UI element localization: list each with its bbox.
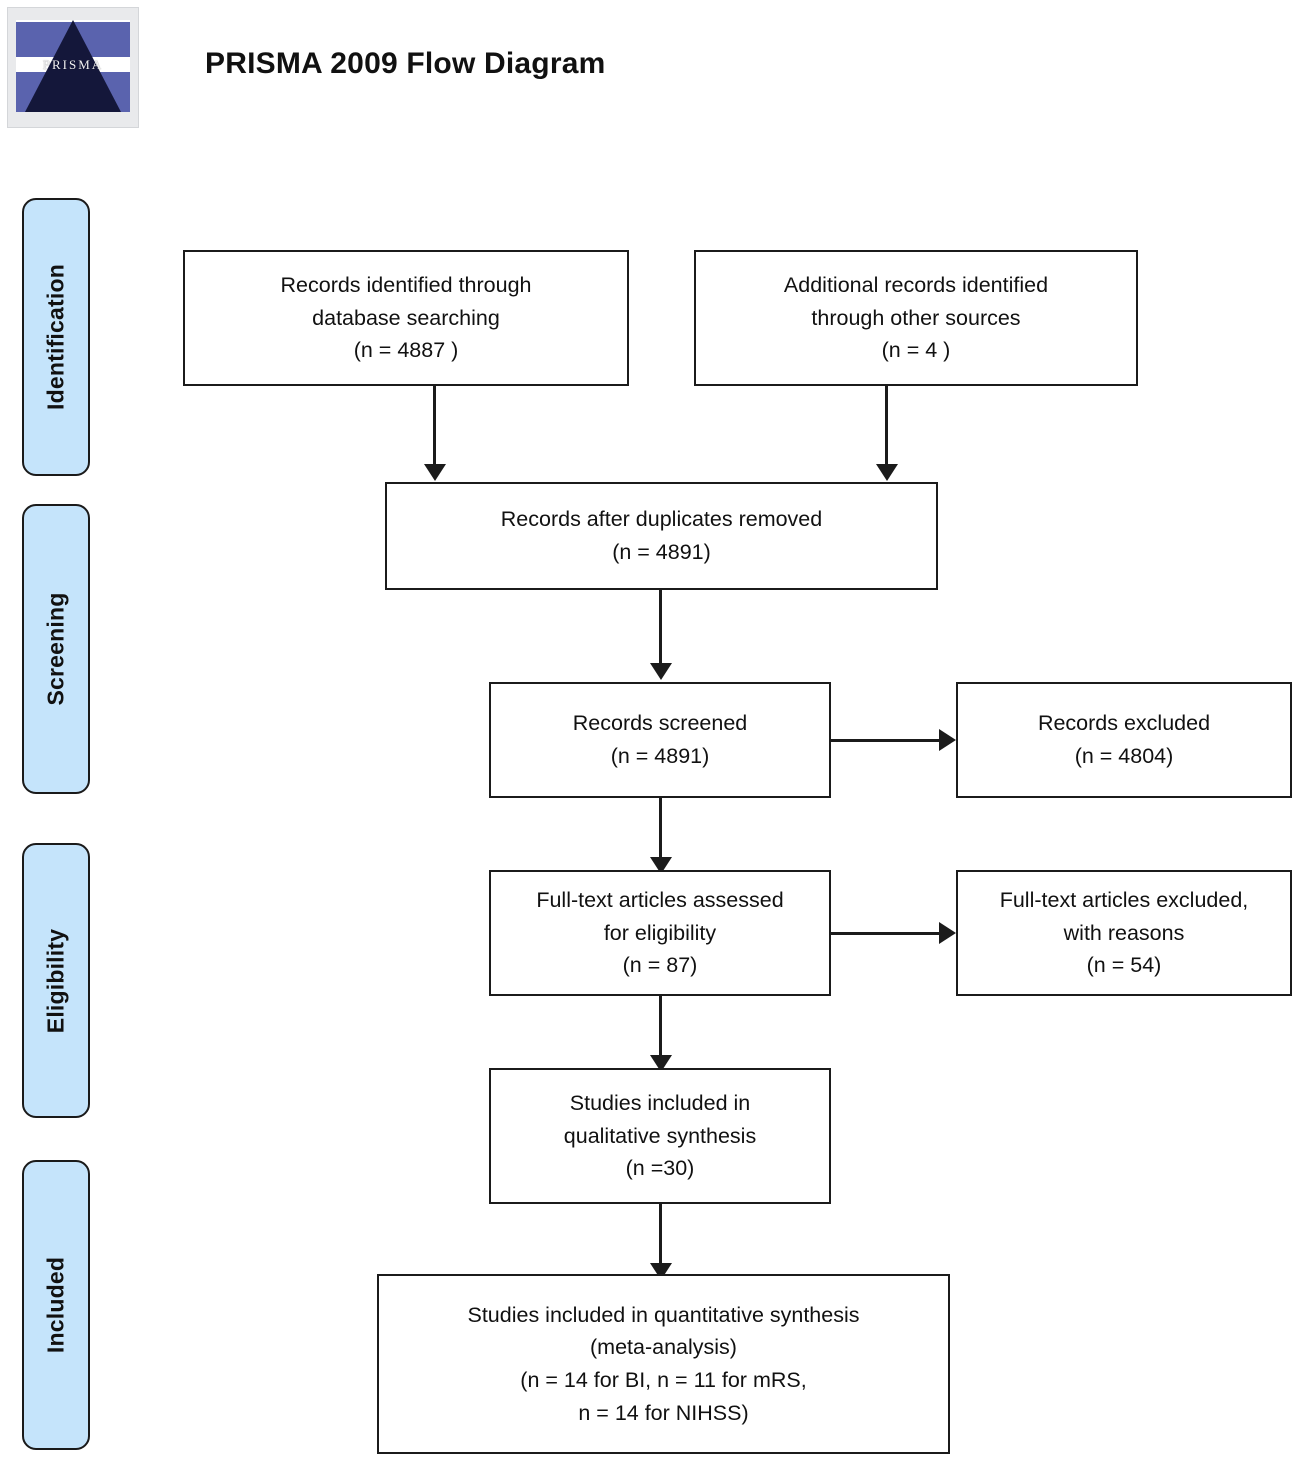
arrowhead-other-to-duplicates bbox=[876, 464, 898, 481]
node-fulltext-assessed-eligibility-text: Full-text articles assessed for eligibil… bbox=[536, 887, 784, 978]
connector-duplicates-to-screened bbox=[659, 590, 662, 666]
node-records-excluded: Records excluded (n = 4804) bbox=[956, 682, 1292, 798]
node-fulltext-assessed-eligibility: Full-text articles assessed for eligibil… bbox=[489, 870, 831, 996]
connector-db-to-duplicates bbox=[433, 386, 436, 468]
connector-qualitative-to-quantitative bbox=[659, 1204, 662, 1266]
stage-label-screening: Screening bbox=[42, 592, 69, 706]
node-additional-records-other-sources-text: Additional records identified through ot… bbox=[783, 272, 1049, 363]
stage-label-identification: Identification bbox=[42, 264, 69, 410]
node-records-excluded-text: Records excluded (n = 4804) bbox=[1037, 711, 1211, 768]
stage-screening: Screening bbox=[22, 504, 90, 794]
prisma-logo-artwork: PRISMA bbox=[16, 20, 130, 112]
node-records-screened: Records screened (n = 4891) bbox=[489, 682, 831, 798]
node-records-identified-database-text: Records identified through database sear… bbox=[280, 272, 532, 363]
node-studies-qualitative-synthesis: Studies included in qualitative synthesi… bbox=[489, 1068, 831, 1204]
connector-screened-to-fulltext bbox=[659, 798, 662, 860]
connector-screened-to-excluded bbox=[831, 739, 942, 742]
connector-fulltext-to-qualitative bbox=[659, 996, 662, 1058]
node-records-identified-database: Records identified through database sear… bbox=[183, 250, 629, 386]
connector-fulltext-to-excluded bbox=[831, 932, 942, 935]
stage-label-included: Included bbox=[42, 1256, 69, 1354]
stage-eligibility: Eligibility bbox=[22, 843, 90, 1118]
arrowhead-screened-to-excluded bbox=[939, 729, 956, 751]
arrowhead-db-to-duplicates bbox=[424, 464, 446, 481]
stage-label-eligibility: Eligibility bbox=[42, 928, 69, 1033]
node-records-after-duplicates-removed-text: Records after duplicates removed (n = 48… bbox=[500, 507, 823, 564]
page-title: PRISMA 2009 Flow Diagram bbox=[205, 47, 606, 80]
stage-identification: Identification bbox=[22, 198, 90, 476]
arrowhead-duplicates-to-screened bbox=[650, 663, 672, 680]
node-records-after-duplicates-removed: Records after duplicates removed (n = 48… bbox=[385, 482, 938, 590]
node-studies-quantitative-synthesis: Studies included in quantitative synthes… bbox=[377, 1274, 950, 1454]
stage-included: Included bbox=[22, 1160, 90, 1450]
arrowhead-screened-to-fulltext bbox=[650, 857, 672, 874]
logo-wordmark: PRISMA bbox=[42, 57, 104, 72]
connector-other-to-duplicates bbox=[885, 386, 888, 468]
node-additional-records-other-sources: Additional records identified through ot… bbox=[694, 250, 1138, 386]
prisma-logo: PRISMA bbox=[8, 8, 138, 127]
arrowhead-fulltext-to-qualitative bbox=[650, 1055, 672, 1072]
node-studies-quantitative-synthesis-text: Studies included in quantitative synthes… bbox=[467, 1302, 860, 1425]
node-studies-qualitative-synthesis-text: Studies included in qualitative synthesi… bbox=[563, 1090, 757, 1181]
arrowhead-fulltext-to-excluded bbox=[939, 922, 956, 944]
node-fulltext-excluded-with-reasons-text: Full-text articles excluded, with reason… bbox=[999, 887, 1249, 978]
prism-triangle-icon bbox=[25, 20, 121, 112]
node-fulltext-excluded-with-reasons: Full-text articles excluded, with reason… bbox=[956, 870, 1292, 996]
node-records-screened-text: Records screened (n = 4891) bbox=[572, 711, 748, 768]
